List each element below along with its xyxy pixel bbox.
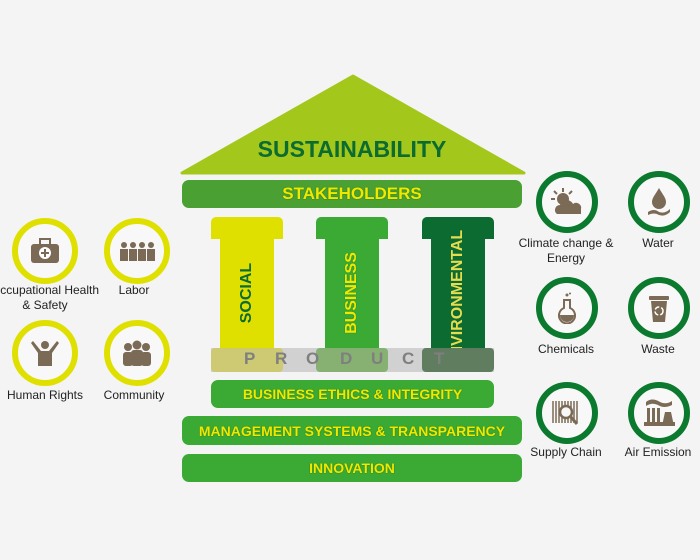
first-aid-kit-icon xyxy=(12,218,78,284)
product-letter: O xyxy=(306,349,320,368)
roof-title: SUSTAINABILITY xyxy=(257,136,447,162)
business-label: BUSINESS xyxy=(343,252,360,334)
product-letter: R xyxy=(275,349,288,368)
topic-label: Supply Chain xyxy=(530,445,602,459)
social-base xyxy=(211,348,283,372)
barcode-search-icon xyxy=(536,382,598,444)
product-letter: C xyxy=(402,349,415,368)
topic-label: Air Emission xyxy=(624,445,692,459)
product-letter: P xyxy=(244,349,256,368)
business-pillar-cap xyxy=(316,217,388,239)
innovation-bar: INNOVATION xyxy=(182,454,522,482)
topic-label: Waste xyxy=(641,342,675,356)
group-icon xyxy=(104,320,170,386)
business-pillar xyxy=(325,238,379,350)
environmental-base xyxy=(422,348,494,372)
social-label: SOCIAL xyxy=(238,262,255,324)
topic-label: Labor xyxy=(118,283,150,297)
workers-icon xyxy=(104,218,170,284)
topic-label: Occupational Health & Safety xyxy=(0,283,100,312)
topic-label: Chemicals xyxy=(537,342,594,356)
topic-label: Community xyxy=(103,388,165,402)
topic-label: Climate change & Energy xyxy=(518,236,614,265)
sun-cloud-icon xyxy=(536,171,598,233)
product-letter: U xyxy=(371,349,384,368)
flask-icon xyxy=(536,277,598,339)
raised-arms-icon xyxy=(12,320,78,386)
business-base xyxy=(316,348,388,372)
roof xyxy=(180,74,526,175)
business-ethics-bar: BUSINESS ETHICS & INTEGRITY xyxy=(211,380,494,408)
recycle-bin-icon xyxy=(628,277,690,339)
product-letter: T xyxy=(434,349,445,368)
topic-label: Water xyxy=(642,236,674,250)
product-letter: D xyxy=(340,349,353,368)
social-pillar xyxy=(220,238,274,350)
management-systems-bar: MANAGEMENT SYSTEMS & TRANSPARENCY xyxy=(182,416,522,445)
environmental-pillar-cap xyxy=(422,217,494,239)
water-drop-hand-icon xyxy=(628,171,690,233)
environmental-pillar xyxy=(431,238,485,350)
stakeholders-bar: STAKEHOLDERS xyxy=(182,180,522,208)
factory-icon xyxy=(628,382,690,444)
topic-label: Human Rights xyxy=(6,388,84,402)
social-pillar-cap xyxy=(211,217,283,239)
